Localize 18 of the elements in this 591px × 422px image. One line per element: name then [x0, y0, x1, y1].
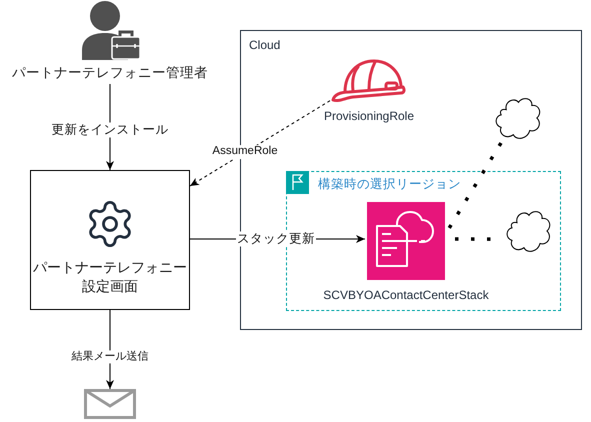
edge-label: スタック更新: [236, 232, 316, 246]
arrow: [190, 100, 330, 186]
process-box: [30, 170, 190, 310]
cloud-shape: [505, 208, 553, 254]
edge-label: AssumeRole: [211, 146, 279, 160]
edge-label: 結果メール送信: [70, 350, 150, 364]
edge-label: 更新をインストール: [50, 122, 170, 138]
node-label: パートナーテレフォニー管理者: [12, 64, 208, 82]
node-caption: SCVBYOAContactCenterStack: [323, 288, 489, 303]
document-cloud-icon: [367, 202, 445, 280]
envelope-icon: [84, 389, 136, 419]
node-caption: ProvisioningRole: [324, 109, 414, 124]
dashed-group-frame: [286, 171, 561, 311]
helmet-icon: [331, 58, 407, 104]
group-label: Cloud: [249, 37, 280, 53]
cloud-shape: [494, 95, 543, 141]
group-label: 構築時の選択リージョン: [318, 176, 461, 192]
node-label: パートナーテレフォニー設定画面: [32, 258, 188, 296]
